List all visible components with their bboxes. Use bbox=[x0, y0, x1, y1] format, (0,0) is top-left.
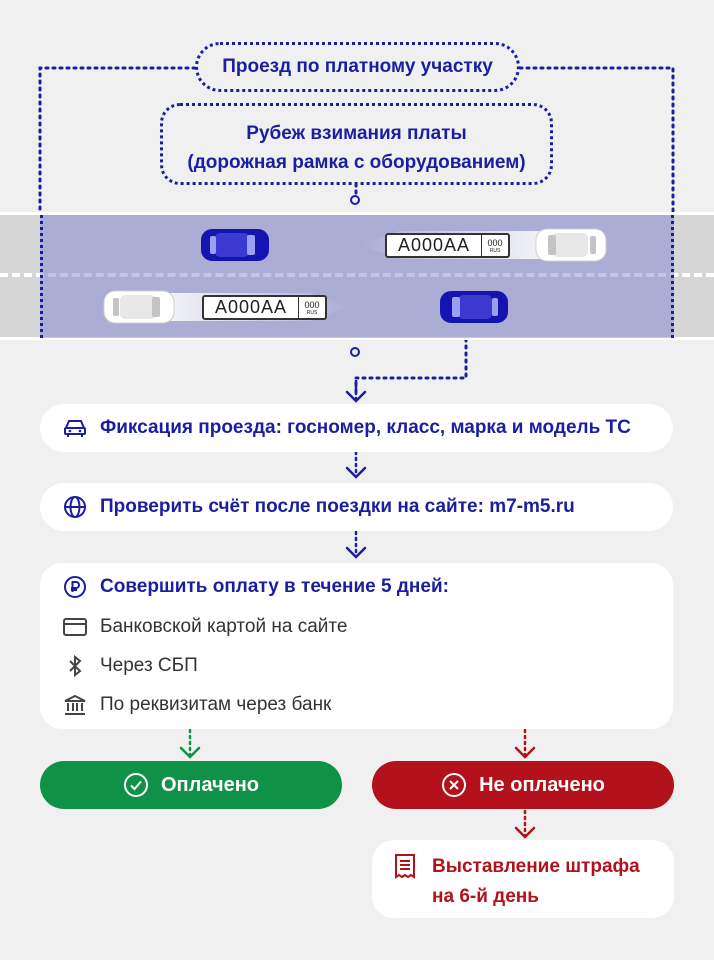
card-icon bbox=[62, 614, 88, 640]
unpaid-label: Не оплачено bbox=[479, 774, 605, 797]
fine-line2: на 6-й день bbox=[432, 882, 640, 912]
paid-label: Оплачено bbox=[161, 774, 259, 797]
bluetooth-icon bbox=[62, 653, 88, 679]
bank-icon bbox=[62, 692, 88, 718]
step-check: Проверить счёт после поездки на сайте: m… bbox=[40, 483, 673, 531]
check-circle-icon bbox=[123, 772, 149, 798]
payment-method: Через СБП bbox=[62, 652, 198, 680]
car-blue-icon bbox=[440, 291, 508, 323]
x-circle-icon bbox=[441, 772, 467, 798]
step-fixation: Фиксация проезда: госномер, класс, марка… bbox=[40, 404, 673, 452]
plate-country: RUS bbox=[307, 310, 318, 316]
page-title-text: Проезд по платному участку bbox=[222, 56, 493, 77]
plate-number: А000АА bbox=[387, 235, 481, 256]
car-icon bbox=[62, 415, 88, 441]
connector-dot bbox=[350, 195, 360, 205]
car-blue-icon bbox=[201, 229, 269, 261]
page-title: Проезд по платному участку bbox=[195, 42, 520, 92]
plate-number: А000АА bbox=[204, 297, 298, 318]
plate-region: 000 bbox=[304, 300, 319, 310]
payment-method: Банковской картой на сайте bbox=[62, 613, 347, 641]
license-plate: А000АА 000 RUS bbox=[385, 233, 510, 258]
car-white-icon bbox=[536, 229, 606, 261]
traffic bbox=[0, 215, 714, 338]
step-fixation-text: Фиксация проезда: госномер, класс, марка… bbox=[100, 417, 631, 439]
payment-method-label: Банковской картой на сайте bbox=[100, 616, 347, 638]
license-plate: А000АА 000 RUS bbox=[202, 295, 327, 320]
payment-title: Совершить оплату в течение 5 дней: bbox=[100, 576, 449, 598]
fine-notice: Выставление штрафа на 6-й день bbox=[372, 840, 674, 918]
globe-icon bbox=[62, 494, 88, 520]
step-check-text: Проверить счёт после поездки на сайте: m… bbox=[100, 496, 575, 518]
plate-country: RUS bbox=[490, 248, 501, 254]
toll-gantry-label: Рубеж взимания платы (дорожная рамка с о… bbox=[160, 103, 553, 185]
step-payment: Совершить оплату в течение 5 дней: Банко… bbox=[40, 563, 673, 729]
toll-gantry-line1: Рубеж взимания платы bbox=[163, 119, 550, 148]
payment-method-label: По реквизитам через банк bbox=[100, 694, 331, 716]
fine-line1: Выставление штрафа bbox=[432, 852, 640, 882]
payment-method: По реквизитам через банк bbox=[62, 691, 331, 719]
connector-dot bbox=[350, 347, 360, 357]
ruble-icon bbox=[62, 574, 88, 600]
document-icon bbox=[394, 853, 416, 879]
car-white-icon bbox=[104, 291, 174, 323]
plate-region: 000 bbox=[487, 238, 502, 248]
paid-status: Оплачено bbox=[40, 761, 342, 809]
unpaid-status: Не оплачено bbox=[372, 761, 674, 809]
toll-gantry-line2: (дорожная рамка с оборудованием) bbox=[163, 148, 550, 177]
payment-method-label: Через СБП bbox=[100, 655, 198, 677]
